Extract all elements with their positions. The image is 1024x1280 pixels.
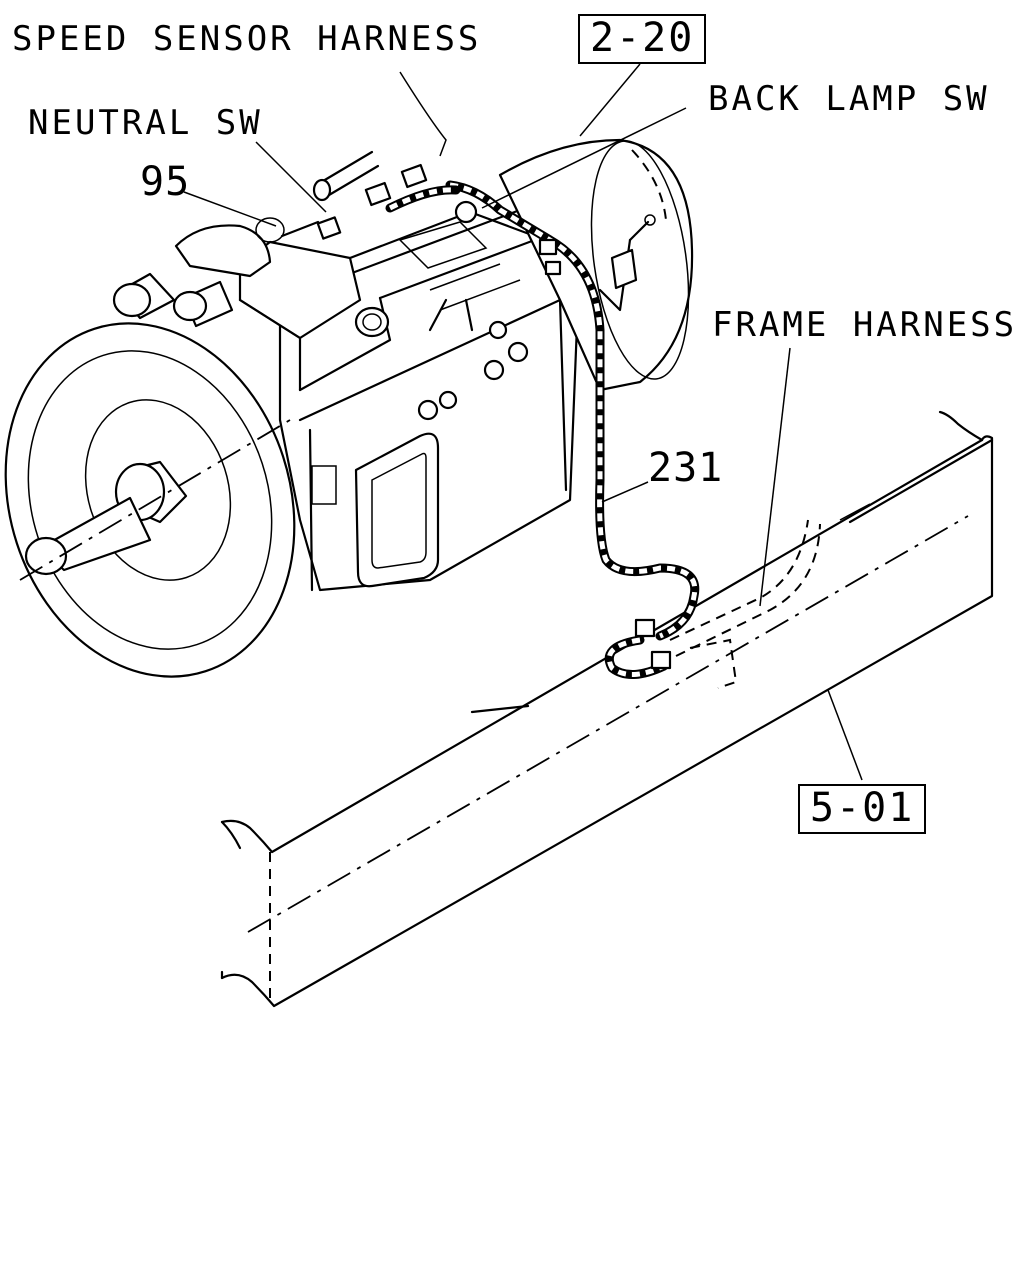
label-speed-sensor-harness: SPEED SENSOR HARNESS <box>12 19 482 59</box>
frame-harness <box>669 519 821 689</box>
ref-box-5-01: 5-01 <box>798 784 927 834</box>
ref-box-2-20: 2-20 <box>578 14 707 64</box>
transmission-body <box>4 138 694 678</box>
label-frame-harness: FRAME HARNESS <box>712 305 1018 345</box>
label-back-lamp-sw: BACK LAMP SW <box>708 79 990 119</box>
harness-231 <box>280 163 700 679</box>
part-number-231: 231 <box>648 445 724 491</box>
leader-lines <box>183 63 863 781</box>
part-number-95: 95 <box>140 159 191 205</box>
label-neutral-sw: NEUTRAL SW <box>28 103 263 143</box>
